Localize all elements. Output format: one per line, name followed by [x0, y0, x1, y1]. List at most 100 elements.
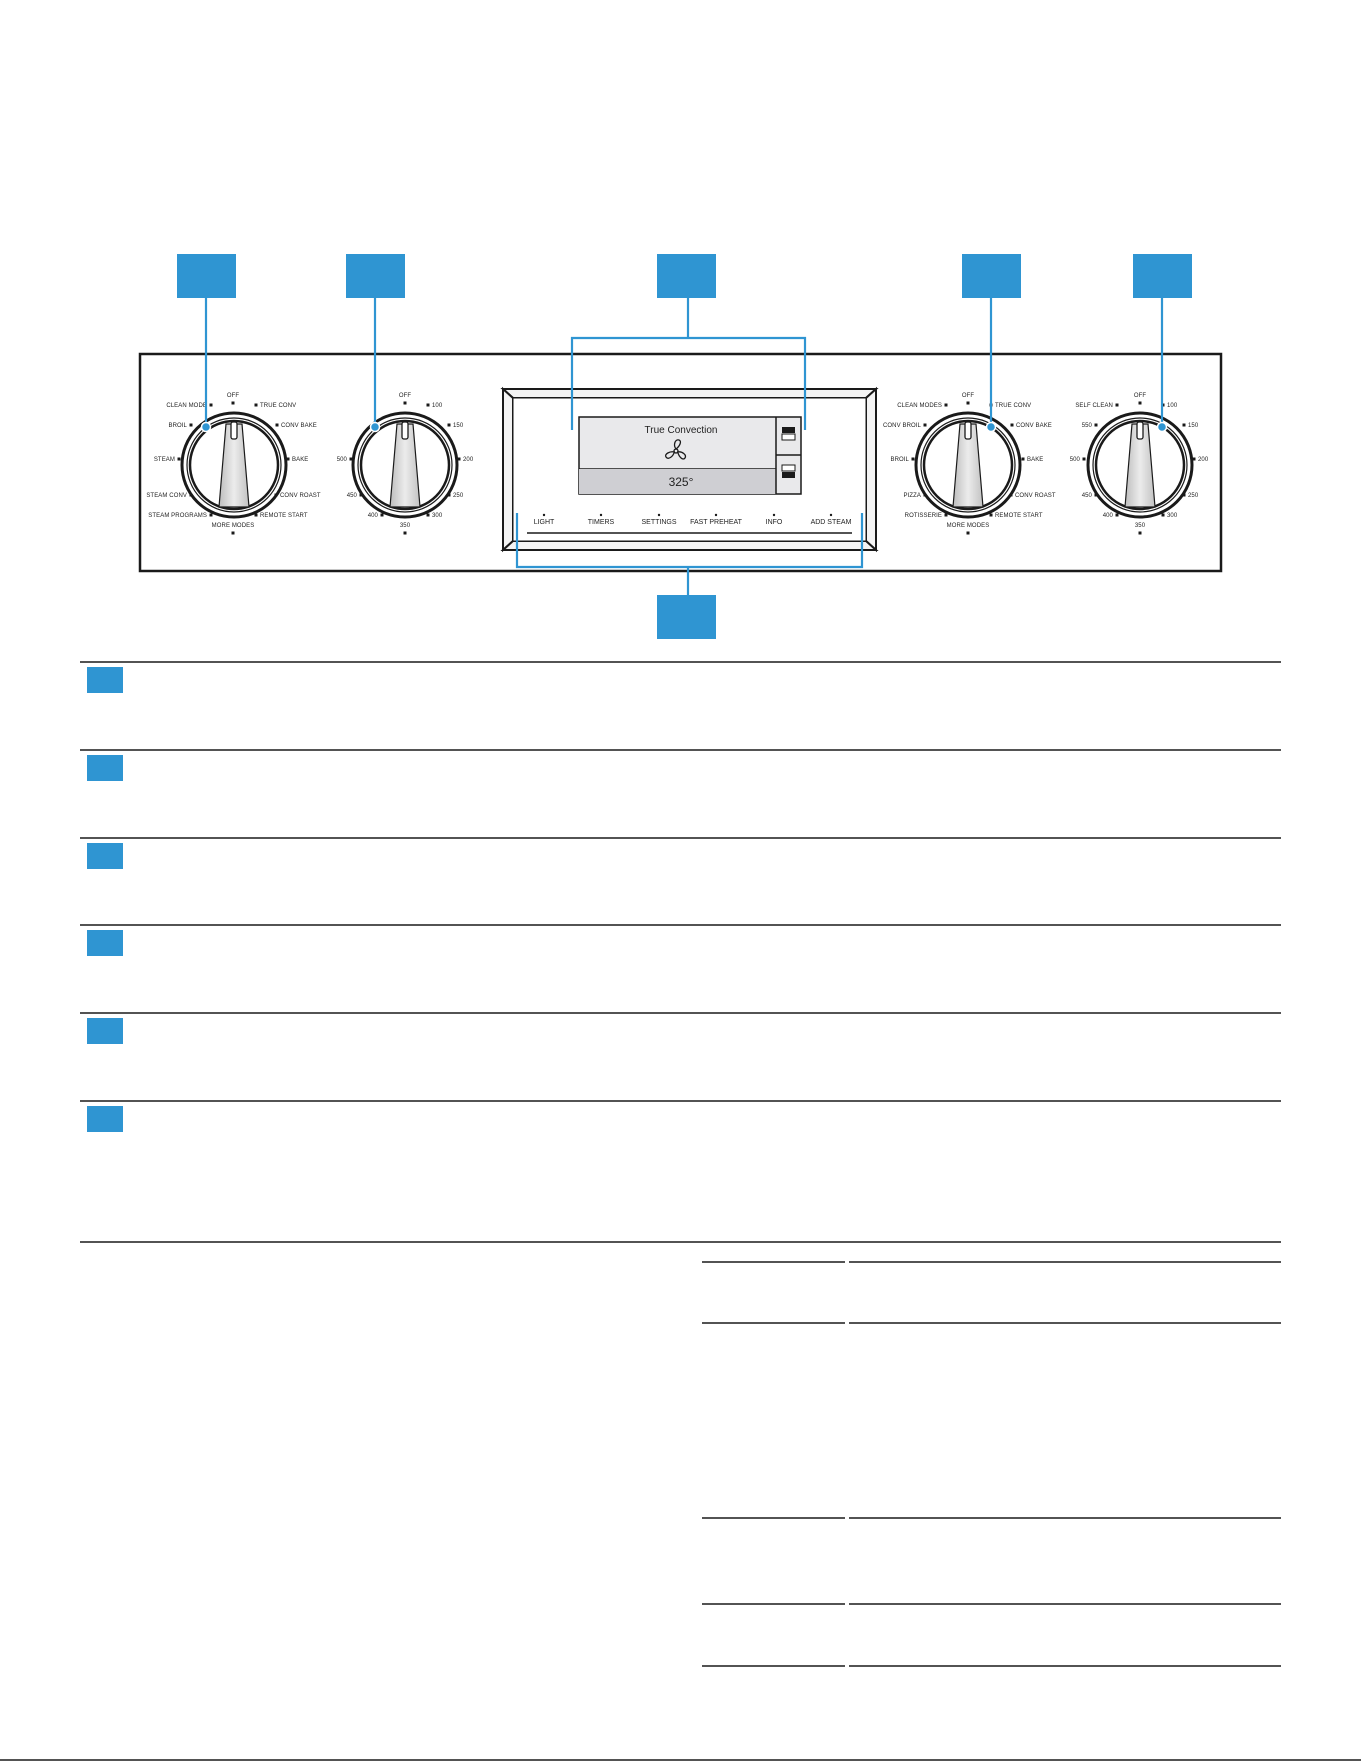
dial-tick — [189, 493, 193, 497]
dial-label: PIZZA — [903, 493, 921, 499]
callout-marker — [657, 254, 716, 298]
touch-key-indicator — [599, 513, 603, 517]
dial-label: SELF CLEAN — [1075, 403, 1113, 409]
dial-tick — [989, 513, 993, 517]
touch-key-label: LIGHT — [534, 519, 555, 526]
dial-label: MORE MODES — [947, 523, 990, 529]
dial-tick — [1192, 457, 1196, 461]
dial-label: CONV BAKE — [281, 423, 317, 429]
dial-tick — [1082, 457, 1086, 461]
oven-selector-upper[interactable] — [782, 427, 795, 433]
dial-tick — [457, 457, 461, 461]
dial-tick — [944, 403, 948, 407]
dial-tick — [380, 513, 384, 517]
dial-label: OFF — [399, 393, 412, 399]
dial-tick — [966, 531, 970, 535]
dial-label: STEAM PROGRAMS — [148, 513, 207, 519]
callout-marker — [657, 595, 716, 639]
dial-label: STEAM CONV — [146, 493, 187, 499]
dial-label: REMOTE START — [260, 513, 308, 519]
touch-key-label: ADD STEAM — [811, 519, 852, 526]
dial-label: TRUE CONV — [995, 403, 1031, 409]
dial-label: CONV ROAST — [1015, 493, 1056, 499]
touch-key-info[interactable]: INFO — [766, 513, 783, 526]
dial-tick — [359, 493, 363, 497]
touch-key-timers[interactable]: TIMERS — [588, 513, 615, 526]
dial-tick — [231, 401, 235, 405]
dial-label: CLEAN MODE — [166, 403, 207, 409]
touch-key-indicator — [772, 513, 776, 517]
dial-label: MORE MODES — [212, 523, 255, 529]
dial-label: CLEAN MODES — [897, 403, 942, 409]
dial-label: OFF — [1134, 393, 1147, 399]
dial-label: OFF — [962, 393, 975, 399]
touch-key-indicator — [542, 513, 546, 517]
dial-label: 500 — [337, 457, 348, 463]
dial-tick — [966, 401, 970, 405]
callout-marker — [177, 254, 236, 298]
dial-tick — [1161, 513, 1165, 517]
dial-label: 250 — [1188, 493, 1199, 499]
dial-tick — [275, 423, 279, 427]
dial-label: BAKE — [292, 457, 308, 463]
dial-label: CONV ROAST — [280, 493, 321, 499]
dial-label: 500 — [1070, 457, 1081, 463]
oven-selector-lower[interactable] — [782, 472, 795, 478]
knob-pointer — [964, 421, 972, 440]
dial-label: REMOTE START — [995, 513, 1043, 519]
touch-key-settings[interactable]: SETTINGS — [641, 513, 677, 526]
dial-label: BAKE — [1027, 457, 1043, 463]
dial-tick — [254, 403, 258, 407]
reference-table — [702, 1261, 1281, 1667]
dial-label: 300 — [1167, 513, 1178, 519]
dial-label: 400 — [1103, 513, 1114, 519]
dial-tick — [1094, 493, 1098, 497]
dial-tick — [231, 531, 235, 535]
dial-label: 250 — [453, 493, 464, 499]
knob-pointer — [1136, 421, 1144, 440]
dial-tick — [254, 513, 258, 517]
touch-key-label: SETTINGS — [641, 519, 676, 526]
fan-icon — [664, 439, 687, 460]
callout-marker — [1133, 254, 1192, 298]
dial-label: BROIL — [890, 457, 909, 463]
dial-label: 550 — [1082, 423, 1093, 429]
dial-label: 150 — [1188, 423, 1199, 429]
dial-tick — [1182, 493, 1186, 497]
dial-label: STEAM — [154, 457, 175, 463]
touch-key-add-steam[interactable]: ADD STEAM — [811, 513, 852, 526]
callout-marker — [962, 254, 1021, 298]
dial-label: 350 — [1135, 523, 1146, 529]
dial-label: CONV BAKE — [1016, 423, 1052, 429]
dial-tick — [403, 401, 407, 405]
touch-key-light[interactable]: LIGHT — [534, 513, 555, 526]
dial-tick — [274, 493, 278, 497]
dial-tick — [911, 457, 915, 461]
display-mode-title: True Convection — [645, 425, 718, 436]
dial-label: 350 — [400, 523, 411, 529]
dial-tick — [286, 457, 290, 461]
touch-key-label: FAST PREHEAT — [690, 519, 743, 526]
mode-selector-knob-right[interactable]: OFF TRUE CONV CONV BAKE BAKE CONV ROAST REMOT… — [883, 393, 1056, 535]
dial-label: 100 — [1167, 403, 1178, 409]
dial-tick — [1010, 423, 1014, 427]
dial-label: ROTISSERIE — [905, 513, 942, 519]
touch-key-indicator — [657, 513, 661, 517]
knob-pointer — [230, 421, 238, 440]
dial-tick — [1138, 401, 1142, 405]
dial-label: 400 — [368, 513, 379, 519]
touch-key-fast-preheat[interactable]: FAST PREHEAT — [690, 513, 743, 526]
dial-label: TRUE CONV — [260, 403, 296, 409]
dial-label: 450 — [347, 493, 358, 499]
dial-label: 200 — [463, 457, 474, 463]
touch-key-indicator — [829, 513, 833, 517]
dial-tick — [1138, 531, 1142, 535]
knob-pointer — [401, 421, 409, 440]
display-temperature: 325° — [669, 475, 694, 489]
dial-tick — [1115, 513, 1119, 517]
callout-marker — [346, 254, 405, 298]
touch-key-label: INFO — [766, 519, 783, 526]
